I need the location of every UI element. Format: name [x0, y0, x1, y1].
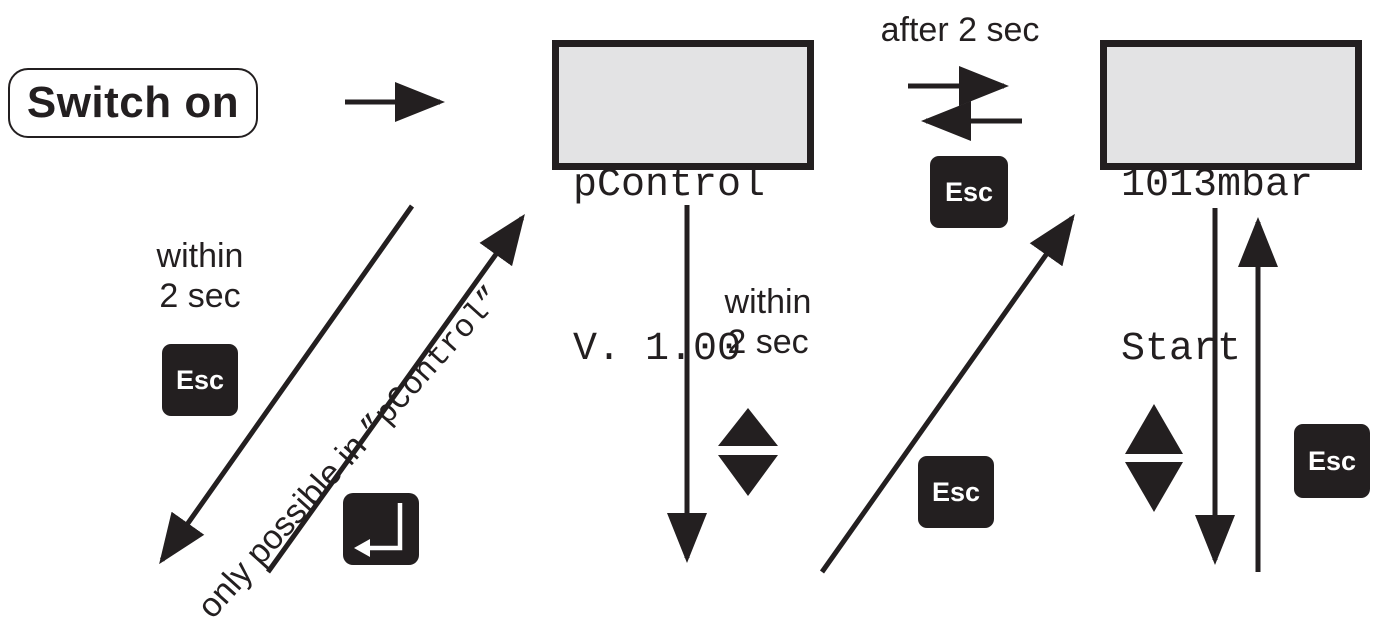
esc-key-left: Esc: [162, 344, 238, 416]
up-down-arrows-icon: [718, 408, 778, 496]
up-down-arrows-icon: [1125, 404, 1183, 512]
within-2-sec-left-label: within 2 sec: [120, 236, 280, 316]
esc-key-right: Esc: [1294, 424, 1370, 498]
lcd2-line2: Start: [1121, 327, 1242, 372]
two-sec-text: 2 sec: [159, 277, 241, 315]
arrow-esc-diagonal-up: [819, 213, 1075, 574]
arrow-enter-diagonal-up: [265, 213, 525, 574]
within-2-sec-middle-label: within 2 sec: [688, 282, 848, 362]
after-2-sec-label: after 2 sec: [880, 11, 1040, 49]
lcd-display-pcontrol: pControl V. 1.00: [552, 40, 814, 372]
lcd-display-start: 1013mbar Start: [1100, 40, 1362, 372]
switch-on-box: Switch on: [8, 68, 258, 138]
esc-key-label: Esc: [175, 364, 225, 395]
esc-key-top: Esc: [930, 156, 1008, 228]
within-text: within: [724, 283, 812, 321]
lcd1-line1: pControl: [573, 163, 766, 208]
two-sec-text: 2 sec: [727, 323, 809, 361]
lcd1-line2: V. 1.00: [573, 327, 742, 372]
esc-key-label: Esc: [944, 176, 994, 207]
enter-key-icon: [343, 493, 419, 565]
esc-key-label: Esc: [1307, 445, 1357, 476]
switch-on-label: Switch on: [26, 78, 240, 127]
esc-key-label: Esc: [931, 476, 981, 507]
flow-arrows: [159, 66, 1334, 574]
within-text: within: [156, 237, 244, 275]
arrow-pcontrol-diagonal-down: [159, 204, 415, 565]
esc-key-middle: Esc: [918, 456, 994, 528]
lcd2-line1: 1013mbar: [1121, 163, 1314, 208]
